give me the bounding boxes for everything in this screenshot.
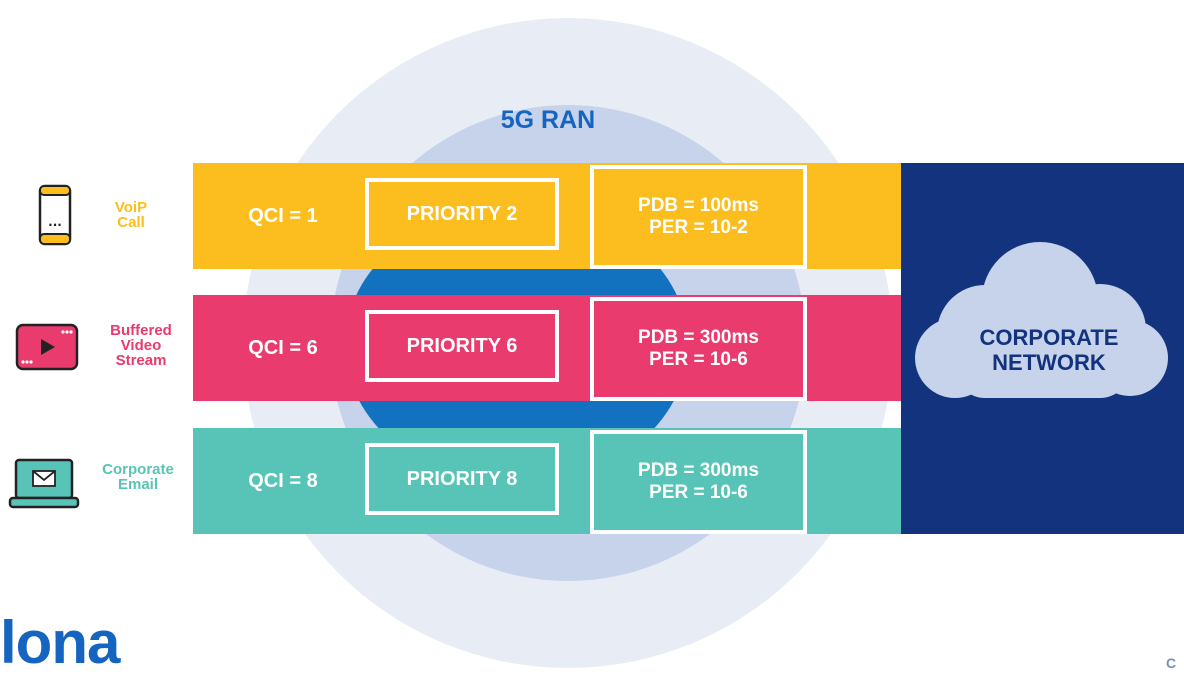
per-value: PER = 10-2 [649, 217, 748, 238]
laptop-email-icon [8, 458, 80, 509]
pdb-value: PDB = 300ms [638, 327, 759, 348]
corporate-network-label: CORPORATE NETWORK [940, 325, 1158, 375]
corporate-network-line2: NETWORK [992, 350, 1106, 375]
brand-logo: lona [0, 609, 120, 676]
per-value: PER = 10-6 [649, 482, 748, 503]
service-label-video: Buffered Video Stream [110, 322, 172, 369]
qos-band-video: QCI = 6 PRIORITY 6 PDB = 300ms PER = 10-… [193, 295, 907, 401]
priority-box: PRIORITY 8 [365, 443, 559, 515]
svg-text:...: ... [48, 215, 62, 229]
service-label-voip: VoiP Call [114, 199, 148, 231]
qos-band-voip: QCI = 1 PRIORITY 2 PDB = 100ms PER = 10-… [193, 163, 907, 269]
pdb-per-box: PDB = 100ms PER = 10-2 [590, 165, 807, 269]
corner-text: C [1166, 655, 1177, 671]
pdb-per-box: PDB = 300ms PER = 10-6 [590, 430, 807, 534]
phone-icon: ... [38, 184, 72, 246]
pdb-value: PDB = 300ms [638, 460, 759, 481]
per-value: PER = 10-6 [649, 349, 748, 370]
qci-value: QCI = 6 [248, 336, 318, 359]
service-label-email: Corporate Email [102, 461, 174, 493]
video-player-icon [15, 323, 79, 371]
cloud-icon [915, 242, 1168, 398]
ran-label: 5G RAN [500, 106, 596, 134]
qci-value: QCI = 1 [248, 204, 318, 227]
corporate-network-line1: CORPORATE [979, 325, 1119, 350]
pdb-value: PDB = 100ms [638, 195, 759, 216]
priority-box: PRIORITY 6 [365, 310, 559, 382]
qci-value: QCI = 8 [248, 469, 318, 492]
qos-band-email: QCI = 8 PRIORITY 8 PDB = 300ms PER = 10-… [193, 428, 907, 534]
pdb-per-box: PDB = 300ms PER = 10-6 [590, 297, 807, 401]
priority-box: PRIORITY 2 [365, 178, 559, 250]
